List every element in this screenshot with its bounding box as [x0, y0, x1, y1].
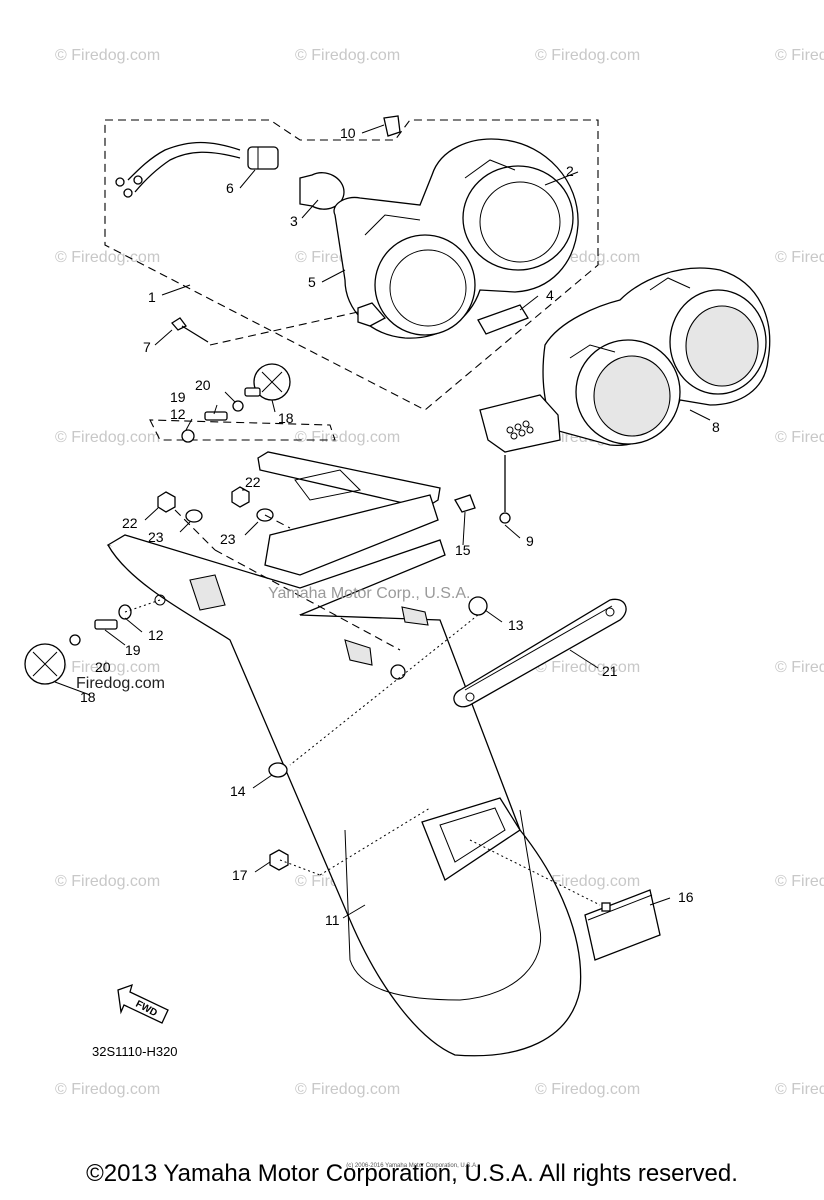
part-label: 18	[278, 410, 294, 426]
part-label: 8	[712, 419, 720, 435]
part-label: 2	[566, 163, 574, 179]
watermark-text: © Firedog.com	[775, 873, 824, 890]
overlay-watermark: Yamaha Motor Corp., U.S.A.	[268, 585, 470, 602]
watermark-text: © Firedog.com	[535, 873, 640, 890]
inline-watermark: Firedog.com	[76, 675, 165, 692]
watermark-text: © Firedog.com	[775, 47, 824, 64]
part-label: 3	[290, 213, 298, 229]
part-label: 4	[546, 287, 554, 303]
bracket-21	[453, 598, 627, 708]
leader-lines	[54, 124, 711, 919]
watermark-text: © Firedog.com	[295, 429, 400, 446]
part-label: 11	[325, 912, 340, 928]
watermark-text: © Firedog.com	[55, 249, 160, 266]
diagram-code: 32S1110-H320	[92, 1044, 178, 1059]
part-label: 22	[245, 474, 261, 490]
fineprint: (c) 2006-2016 Yamaha Motor Corporation, …	[346, 1163, 478, 1169]
watermark-text: © Firedog.com	[535, 659, 640, 676]
part-label: 15	[455, 542, 471, 558]
watermark-text: © Firedog.com	[535, 47, 640, 64]
part-label: 12	[148, 627, 164, 643]
watermark-text: © Firedog.com	[55, 1081, 160, 1098]
watermark-text: © Firedog.com	[775, 249, 824, 266]
watermark-text: © Firedog.com	[295, 47, 400, 64]
part-label: 19	[170, 389, 186, 405]
watermark-text: © Firedog.com	[55, 429, 160, 446]
part-label: 5	[308, 274, 316, 290]
watermark-text: © Firedog.com	[775, 1081, 824, 1098]
part-label: 12	[170, 406, 186, 422]
part-label: 20	[195, 377, 211, 393]
headlight-group	[104, 115, 599, 411]
part-label: 22	[122, 515, 138, 531]
watermark-text: © Firedog.com	[55, 47, 160, 64]
part-label: 23	[220, 531, 236, 547]
part-label: 16	[678, 889, 694, 905]
upper-signal-parts	[149, 363, 336, 443]
watermark-text: © Firedog.com	[775, 659, 824, 676]
part-label: 7	[143, 339, 151, 355]
part-label: 19	[125, 642, 141, 658]
part-label: 10	[340, 125, 356, 141]
part-label: 17	[232, 867, 248, 883]
part-label: 6	[226, 180, 234, 196]
watermark-text: © Firedog.com	[535, 1081, 640, 1098]
part-label: 1	[148, 289, 156, 305]
link-lines	[124, 509, 601, 906]
fwd-arrow: FWD	[117, 983, 169, 1024]
part-label: 14	[230, 783, 246, 799]
rear-fender	[106, 451, 582, 1057]
part-label: 23	[148, 529, 164, 545]
watermark-text: © Firedog.com	[55, 873, 160, 890]
part-label: 18	[80, 689, 96, 705]
part-label: 20	[95, 659, 111, 675]
watermark-text: © Firedog.com	[295, 1081, 400, 1098]
part-labels: 1 2 3 4 5 6 7 8 9 10 11 12 12 13 14 15 1…	[80, 125, 720, 928]
headlight-housing	[479, 267, 771, 524]
copyright-notice: ©2013 Yamaha Motor Corporation, U.S.A. A…	[86, 1160, 738, 1187]
watermark-text: © Firedog.com	[55, 659, 160, 676]
fasteners	[24, 486, 488, 871]
part-label: 21	[602, 663, 618, 679]
part-label: 9	[526, 533, 534, 549]
reflector-16	[584, 889, 661, 961]
watermark-text: © Firedog.com	[775, 429, 824, 446]
part-label: 13	[508, 617, 524, 633]
